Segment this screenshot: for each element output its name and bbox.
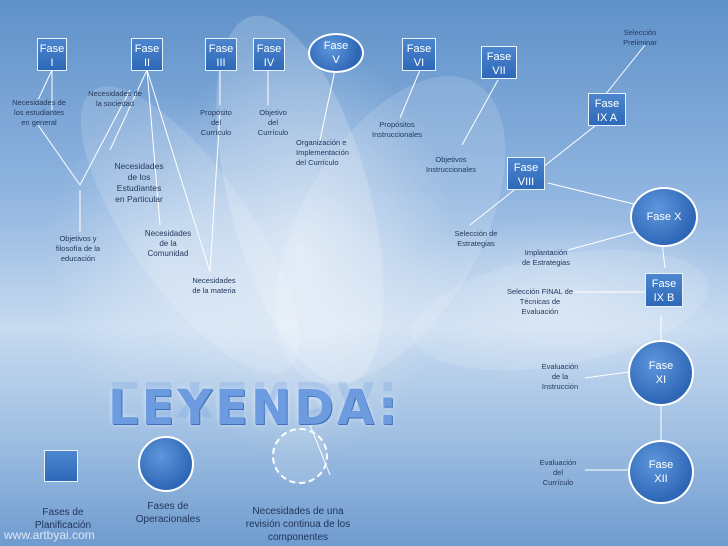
- note-objetivos-instruccionales: Objetivos Instruccionales: [425, 155, 477, 174]
- fase-ixa-box[interactable]: Fase IX A: [588, 93, 626, 126]
- legend-label-operacionales: Fases de Operacionales: [135, 501, 201, 525]
- fase-xi-circle[interactable]: Fase XI: [628, 340, 694, 406]
- note-objetivos-filosofia: Objetivos y filosofía de la educación: [55, 234, 101, 263]
- fase-iii-box[interactable]: Fase III: [205, 38, 237, 71]
- fase-xii-circle[interactable]: Fase XII: [628, 440, 694, 504]
- fase-ii-box[interactable]: Fase II: [131, 38, 163, 71]
- fase-xii-label: Fase XII: [648, 459, 674, 485]
- legend-title: LEYENDA:: [108, 380, 401, 436]
- note-necesidades-materia: Necesidades de la materia: [192, 276, 236, 295]
- fase-i-box[interactable]: Fase I: [37, 38, 67, 71]
- fase-iv-box[interactable]: Fase IV: [253, 38, 285, 71]
- note-proposito-curriculo: Propósito del Currículo: [200, 108, 232, 137]
- fase-xi-label: Fase XI: [648, 360, 674, 386]
- legend-label-revision: Necesidades de una revisión continua de …: [245, 506, 351, 543]
- note-seleccion-estrategias: Selección de Estrategias: [454, 229, 498, 248]
- fase-x-circle[interactable]: Fase X: [630, 187, 698, 247]
- legend-label-planificacion: Fases de Planificación: [34, 507, 92, 531]
- fase-v-label: Fase V: [323, 40, 349, 66]
- legend-title-reflection: LEYENDA:: [108, 370, 401, 426]
- fase-x-label: Fase X: [646, 211, 682, 223]
- note-objetivo-curriculo: Objetivo del Currículo: [257, 108, 289, 137]
- fase-v-circle[interactable]: Fase V: [308, 33, 364, 73]
- fase-ixb-box[interactable]: Fase IX B: [645, 273, 683, 307]
- fase-vi-box[interactable]: Fase VI: [402, 38, 436, 71]
- legend-square-swatch: [44, 450, 78, 482]
- note-propositos-instruccionales: Propósitos Instruccionales: [371, 120, 423, 139]
- note-evaluacion-instruccion: Evaluación de la Instrucción: [541, 362, 579, 391]
- legend-dashed-circle-swatch: [272, 428, 328, 484]
- note-seleccion-final: Selección FINAL de Técnicas de Evaluació…: [506, 287, 573, 316]
- note-organizacion: Organización e Implementación del Curríc…: [296, 138, 349, 167]
- fase-viii-box[interactable]: Fase VIII: [507, 157, 545, 190]
- note-seleccion-preliminar: Selección Preliminar: [623, 28, 657, 47]
- watermark: www.artbyai.com: [4, 528, 95, 542]
- legend-circle-swatch: [138, 436, 194, 492]
- note-implantacion: Implantación de Estrategias: [522, 248, 570, 267]
- fase-vii-box[interactable]: Fase VII: [481, 46, 517, 79]
- note-necesidades-sociedad: Necesidades de la sociedad: [88, 89, 142, 108]
- note-necesidades-estudiantes-general: Necesidades de los estudiantes en genera…: [12, 98, 66, 127]
- note-necesidades-comunidad: Necesidades de la Comunidad: [144, 229, 192, 258]
- note-evaluacion-curriculo: Evaluación del Currículo: [539, 458, 577, 487]
- note-necesidades-estudiantes-particular: Necesidades de los Estudiantes en Partic…: [114, 161, 164, 204]
